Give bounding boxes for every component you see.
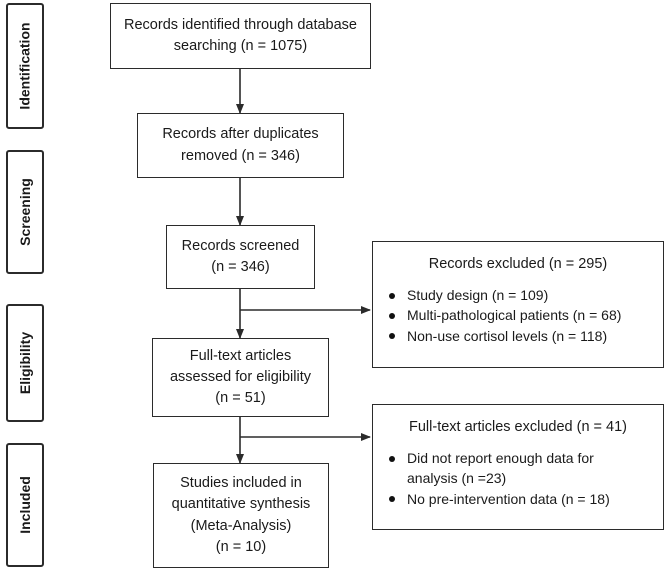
records-excluded-box: Records excluded (n = 295) Study design … <box>372 241 664 368</box>
list-item-text: Did not report enough data for analysis … <box>407 450 594 487</box>
fulltext-excluded-list: Did not report enough data for analysis … <box>381 448 655 509</box>
studies-included-box: Studies included in quantitative synthes… <box>153 463 329 568</box>
list-item-text: Study design (n = 109) <box>407 287 549 304</box>
stage-label: Identification <box>17 22 33 110</box>
stage-screening: Screening <box>6 150 44 274</box>
records-excluded-title: Records excluded (n = 295) <box>428 256 608 272</box>
bullet-icon <box>389 455 395 462</box>
fulltext-excluded-box: Full-text articles excluded (n = 41) Did… <box>372 404 664 530</box>
list-item: No pre-intervention data (n = 18) <box>381 489 655 509</box>
box-text: Records after duplicates removed (n = 34… <box>162 126 319 164</box>
box-text: Records identified through database sear… <box>124 16 357 54</box>
stage-label: Eligibility <box>17 331 34 395</box>
bullet-icon <box>389 313 395 319</box>
list-item-text: Multi-pathological patients (n = 68) <box>407 307 622 324</box>
stage-label: Screening <box>17 178 34 246</box>
list-item-text: No pre-intervention data (n = 18) <box>407 490 610 507</box>
stage-eligibility: Eligibility <box>6 304 44 422</box>
box-text: Studies included in quantitative synthes… <box>171 475 311 555</box>
fulltext-excluded-title: Full-text articles excluded (n = 41) <box>409 419 627 435</box>
records-after-duplicates-box: Records after duplicates removed (n = 34… <box>137 113 344 178</box>
box-text: Records screened (n = 346) <box>181 237 300 275</box>
bullet-icon <box>389 292 395 299</box>
list-item: Did not report enough data for analysis … <box>381 448 655 489</box>
bullet-icon <box>389 333 395 340</box>
list-item: Study design (n = 109) <box>381 285 655 305</box>
list-item: Multi-pathological patients (n = 68) <box>381 305 655 325</box>
stage-label: Included <box>17 476 33 534</box>
records-excluded-list: Study design (n = 109) Multi-pathologica… <box>381 285 655 346</box>
fulltext-assessed-box: Full-text articles assessed for eligibil… <box>152 338 329 417</box>
records-screened-box: Records screened (n = 346) <box>166 225 315 289</box>
list-item: Non-use cortisol levels (n = 118) <box>381 326 655 346</box>
box-text: Full-text articles assessed for eligibil… <box>169 347 312 406</box>
bullet-icon <box>389 496 395 503</box>
stage-included: Included <box>6 443 44 567</box>
stage-identification: Identification <box>6 3 44 129</box>
records-identified-box: Records identified through database sear… <box>110 3 371 69</box>
list-item-text: Non-use cortisol levels (n = 118) <box>407 327 608 344</box>
